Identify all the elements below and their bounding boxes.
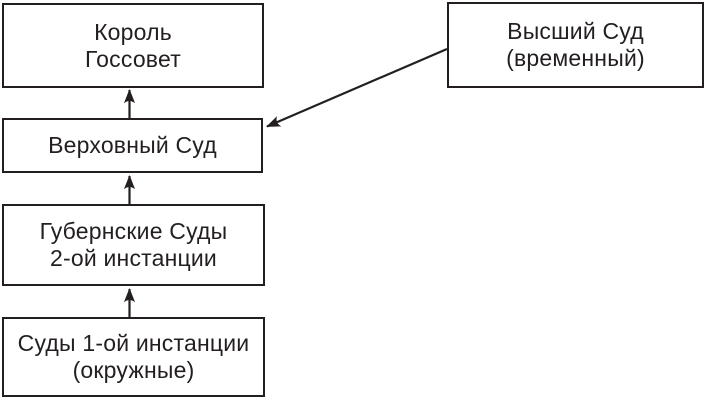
node-label-line: Верховный Суд xyxy=(48,132,217,158)
node-label-line: Суды 1-ой инстанции xyxy=(17,330,250,356)
node-label-line: Король xyxy=(94,18,172,45)
node-label-line: Губернские Суды xyxy=(39,218,228,244)
node-high-court-temporary: Высший Суд (временный) xyxy=(447,2,704,88)
node-label-line: (окружные) xyxy=(72,357,195,383)
node-king-state-council: Король Госсовет xyxy=(2,3,264,88)
node-supreme-court: Верховный Суд xyxy=(2,118,263,173)
node-label-line: 2-ой инстанции xyxy=(50,245,217,271)
node-label-line: (временный) xyxy=(506,45,645,71)
node-label-line: Госсовет xyxy=(85,45,181,72)
arrow-high-court-to-supreme xyxy=(266,47,448,128)
node-provincial-courts: Губернские Суды 2-ой инстанции xyxy=(2,204,265,286)
node-label-line: Высший Суд xyxy=(507,18,644,44)
node-first-instance-courts: Суды 1-ой инстанции (окружные) xyxy=(2,317,265,397)
